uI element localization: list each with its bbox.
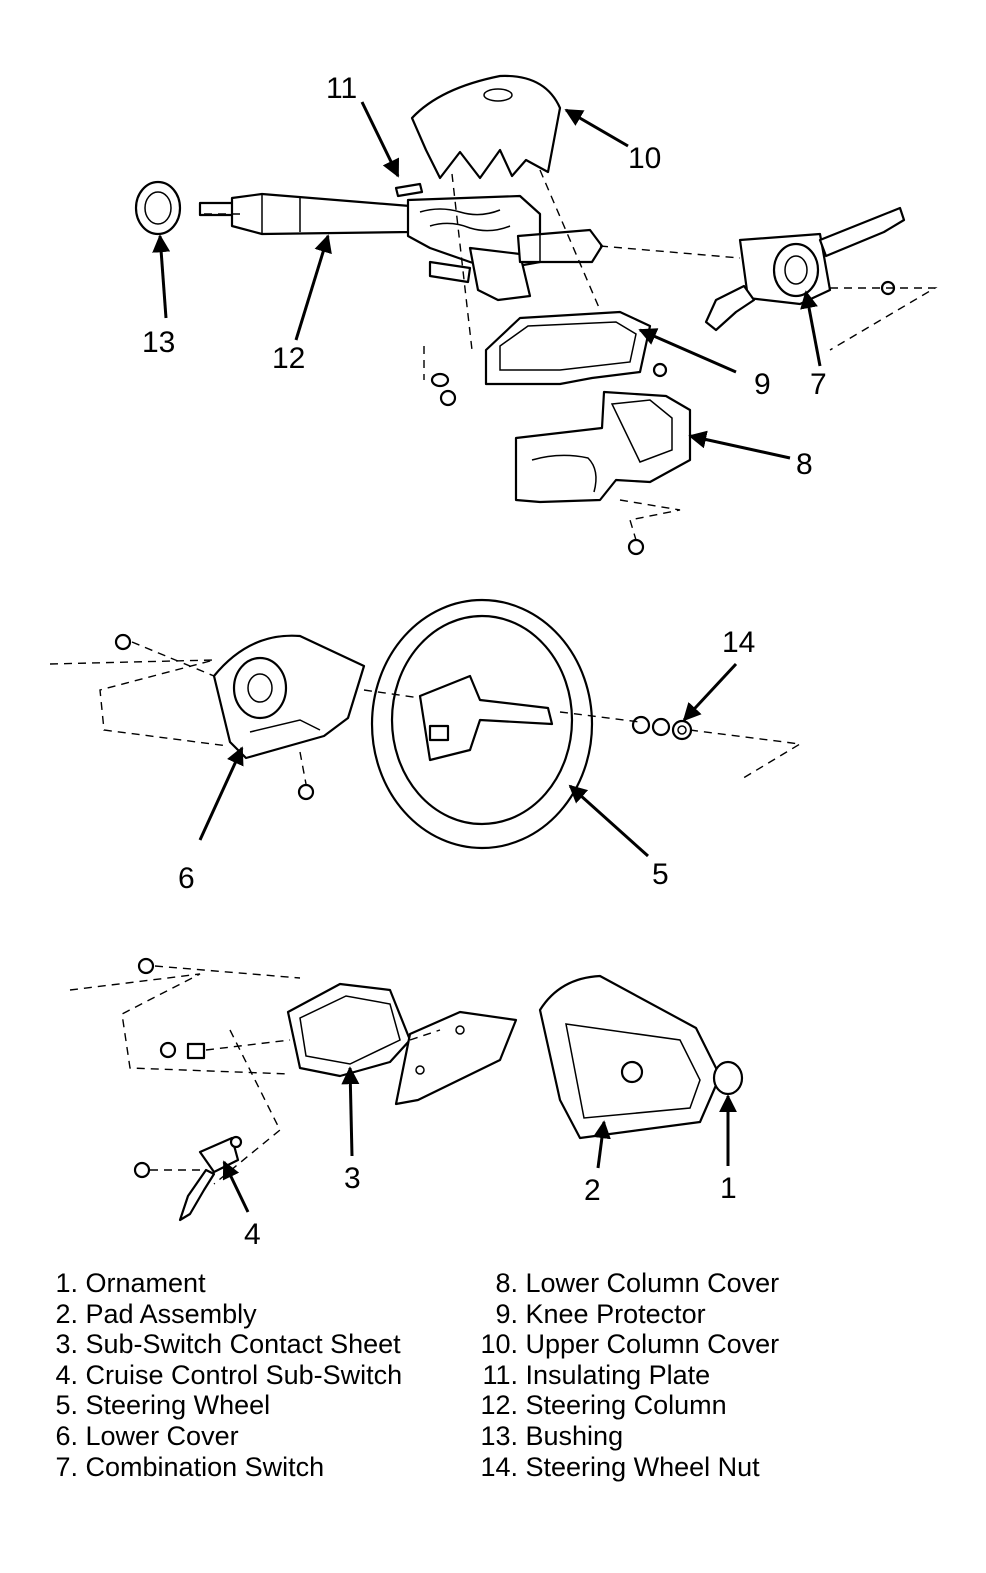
bottom-screws (137, 957, 206, 1060)
insulating-plate-part (394, 182, 424, 198)
legend-item-3: 3. Sub-Switch Contact Sheet (55, 1329, 401, 1360)
sub-switch-contact-sheet-part (286, 982, 412, 1078)
legend-item-12: 12. Steering Column (480, 1390, 727, 1421)
callout-arrows (152, 101, 822, 1213)
legend-item-5: 5. Steering Wheel (55, 1390, 271, 1421)
legend-item-8: 8. Lower Column Cover (495, 1268, 780, 1298)
legend-item-14: 14. Steering Wheel Nut (480, 1451, 760, 1482)
callout-5: 5 (652, 858, 669, 891)
callout-14: 14 (722, 626, 755, 659)
legend-item-10: 10. Upper Column Cover (480, 1329, 780, 1360)
alignment-lines-middle (49, 641, 803, 785)
callout-12: 12 (272, 342, 305, 375)
ornament-part (712, 1060, 744, 1096)
combination-switch-part (704, 206, 906, 332)
legend-item-7: 7. Combination Switch (55, 1451, 325, 1482)
callout-4: 4 (244, 1218, 261, 1251)
steering-wheel-nut-part (631, 715, 693, 741)
callout-10: 10 (628, 142, 661, 175)
callout-labels: 11 10 13 12 9 7 8 14 6 5 3 2 1 4 (142, 72, 827, 1251)
legend-right-column: 8. Lower Column Cover 9. Knee Protector … (476, 1268, 779, 1482)
callout-8: 8 (796, 448, 813, 481)
legend-item-9: 9. Knee Protector (495, 1298, 706, 1329)
legend-left-column: 1. Ornament 2. Pad Assembly 3. Sub-Switc… (50, 1268, 402, 1482)
upper-column-cover-part (410, 74, 562, 180)
legend-item-2: 2. Pad Assembly (55, 1298, 257, 1329)
knee-protector-part (484, 310, 652, 386)
callout-13: 13 (142, 326, 175, 359)
callout-1: 1 (720, 1172, 737, 1205)
steering-column-part (198, 192, 604, 302)
exploded-view-diagram: 11 10 13 12 9 7 8 14 6 5 3 2 1 4 (49, 72, 938, 1251)
pad-assembly-part (538, 974, 722, 1140)
bushing-part (134, 180, 182, 236)
callout-6: 6 (178, 862, 195, 895)
contact-plate-part (394, 1010, 518, 1106)
legend-item-13: 13. Bushing (480, 1420, 624, 1451)
lower-column-cover-part (514, 390, 692, 504)
callout-9: 9 (754, 368, 771, 401)
callout-7: 7 (810, 368, 827, 401)
lower-cover-part (212, 634, 366, 760)
callout-11: 11 (326, 72, 357, 105)
legend-item-4: 4. Cruise Control Sub-Switch (55, 1359, 403, 1390)
screw-parts (430, 280, 896, 556)
steering-wheel-part (370, 598, 594, 850)
middle-screws (114, 633, 315, 801)
legend-item-11: 11. Insulating Plate (482, 1359, 711, 1390)
cruise-control-sub-switch-part (133, 1135, 243, 1222)
callout-2: 2 (584, 1174, 601, 1207)
legend-item-6: 6. Lower Cover (55, 1420, 239, 1451)
callout-3: 3 (344, 1162, 361, 1195)
alignment-lines-top (200, 169, 938, 541)
legend-item-1: 1. Ornament (55, 1268, 206, 1298)
